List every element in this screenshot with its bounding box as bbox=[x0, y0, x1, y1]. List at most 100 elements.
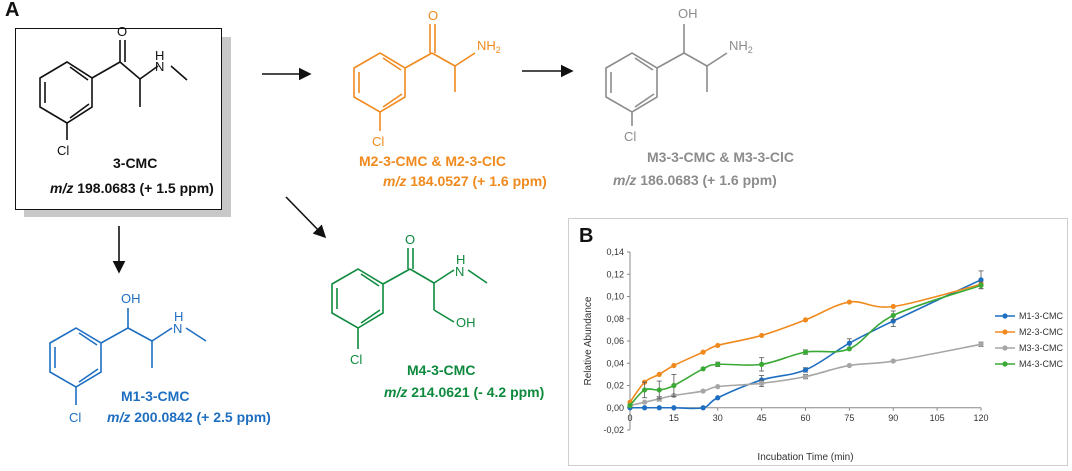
m2-oxygen-label: O bbox=[428, 8, 438, 23]
y-tick-label: 0,06 bbox=[606, 336, 624, 346]
parent-oxygen-label: O bbox=[117, 24, 127, 39]
data-point bbox=[890, 303, 896, 310]
x-tick-label: 105 bbox=[930, 413, 945, 423]
m4-mz-value: 214.0621 (- 4.2 ppm) bbox=[407, 384, 545, 400]
y-tick-label: 0,12 bbox=[606, 269, 624, 279]
m3-nh-sub: 2 bbox=[748, 45, 753, 55]
m3-mz-prefix: m/z bbox=[613, 172, 637, 188]
data-point bbox=[700, 388, 706, 394]
data-point bbox=[846, 340, 852, 346]
data-point bbox=[978, 341, 984, 347]
m3-nh-text: NH bbox=[729, 38, 748, 53]
panel-a-label: A bbox=[5, 0, 20, 21]
y-tick-label: 0,10 bbox=[606, 292, 624, 302]
parent-structure bbox=[39, 40, 188, 140]
data-point bbox=[759, 332, 765, 339]
data-point bbox=[656, 387, 662, 393]
x-tick-label: 0 bbox=[627, 413, 632, 423]
x-tick-label: 60 bbox=[800, 413, 810, 423]
data-point bbox=[759, 380, 765, 386]
data-point bbox=[802, 349, 809, 355]
m1-cl-label: Cl bbox=[69, 410, 81, 425]
parent-name: 3-CMC bbox=[113, 155, 158, 171]
x-axis-title: Incubation Time (min) bbox=[757, 452, 853, 463]
data-point bbox=[715, 384, 721, 390]
y-axis-title: Relative Abundance bbox=[583, 296, 594, 385]
m2-mz-prefix: m/z bbox=[383, 173, 407, 189]
data-point bbox=[978, 277, 984, 283]
data-point bbox=[846, 346, 852, 352]
data-point bbox=[802, 317, 809, 323]
legend-marker bbox=[1002, 329, 1008, 335]
parent-h-label: H bbox=[155, 48, 164, 63]
m4-n-label: N bbox=[455, 264, 464, 279]
y-tick-label: 0,04 bbox=[606, 358, 624, 368]
data-point bbox=[715, 361, 721, 367]
legend-label: M3-3-CMC bbox=[1019, 343, 1063, 353]
data-point bbox=[802, 374, 809, 380]
data-point bbox=[671, 405, 677, 411]
x-tick-label: 75 bbox=[844, 413, 854, 423]
m1-mz-value: 200.0842 (+ 2.5 ppm) bbox=[130, 409, 271, 425]
m1-oh-label: OH bbox=[121, 291, 141, 306]
x-tick-label: 15 bbox=[669, 413, 679, 423]
x-tick-label: 45 bbox=[757, 413, 767, 423]
y-tick-label: 0,14 bbox=[606, 247, 624, 257]
m4-cl-label: Cl bbox=[350, 352, 362, 367]
y-tick-label: 0,08 bbox=[606, 314, 624, 324]
parent-mz-prefix: m/z bbox=[50, 180, 74, 196]
m3-mz: m/z 186.0683 (+ 1.6 ppm) bbox=[613, 172, 777, 188]
legend-marker bbox=[1002, 361, 1008, 367]
parent-n-label: N bbox=[155, 59, 164, 74]
m4-h-label: H bbox=[456, 252, 465, 267]
m3-mz-value: 186.0683 (+ 1.6 ppm) bbox=[636, 172, 777, 188]
m1-name: M1-3-CMC bbox=[121, 388, 190, 404]
legend-marker bbox=[1002, 345, 1008, 351]
data-point bbox=[715, 342, 721, 349]
legend-label: M1-3-CMC bbox=[1019, 311, 1063, 321]
data-point bbox=[715, 395, 721, 401]
parent-mz-value: 198.0683 (+ 1.5 ppm) bbox=[73, 180, 214, 196]
m3-oh-label: OH bbox=[678, 6, 698, 21]
m3-nh2-label: NH2 bbox=[729, 38, 753, 55]
m1-h-label: H bbox=[174, 309, 183, 324]
m2-mz-value: 184.0527 (+ 1.6 ppm) bbox=[406, 173, 547, 189]
m1-n-label: N bbox=[173, 321, 182, 336]
legend-label: M2-3-CMC bbox=[1019, 327, 1063, 337]
data-point bbox=[627, 402, 633, 409]
y-tick-label: 0,00 bbox=[606, 403, 624, 413]
data-point bbox=[642, 399, 648, 405]
m2-cl-label: Cl bbox=[372, 134, 384, 149]
parent-mz: m/z 198.0683 (+ 1.5 ppm) bbox=[50, 180, 214, 196]
data-point bbox=[700, 366, 706, 372]
data-point bbox=[802, 367, 809, 373]
parent-cl-label: Cl bbox=[57, 143, 69, 158]
m1-structure bbox=[49, 308, 207, 405]
m4-oxygen-label: O bbox=[405, 232, 415, 247]
m2-nh-text: NH bbox=[477, 38, 496, 53]
data-point bbox=[656, 405, 662, 411]
m2-nh-sub: 2 bbox=[496, 45, 501, 55]
arrow-parent-to-m4 bbox=[285, 196, 327, 239]
m4-name: M4-3-CMC bbox=[407, 362, 476, 378]
data-point bbox=[700, 349, 706, 355]
data-point bbox=[671, 382, 677, 389]
x-tick-label: 30 bbox=[713, 413, 723, 423]
data-point bbox=[846, 362, 852, 369]
m4-oh-label: OH bbox=[456, 315, 476, 330]
m2-nh2-label: NH2 bbox=[477, 38, 501, 55]
m4-structure bbox=[331, 248, 488, 349]
m4-mz: m/z 214.0621 (- 4.2 ppm) bbox=[384, 384, 544, 400]
legend-label: M4-3-CMC bbox=[1019, 359, 1063, 369]
m2-mz: m/z 184.0527 (+ 1.6 ppm) bbox=[383, 173, 547, 189]
m3-cl-label: Cl bbox=[624, 129, 636, 144]
data-point bbox=[978, 282, 984, 288]
m2-name: M2-3-CMC & M2-3-ClC bbox=[359, 153, 506, 169]
data-point bbox=[671, 362, 677, 369]
data-point bbox=[642, 405, 648, 411]
m1-mz-prefix: m/z bbox=[107, 409, 131, 425]
data-point bbox=[759, 361, 765, 367]
